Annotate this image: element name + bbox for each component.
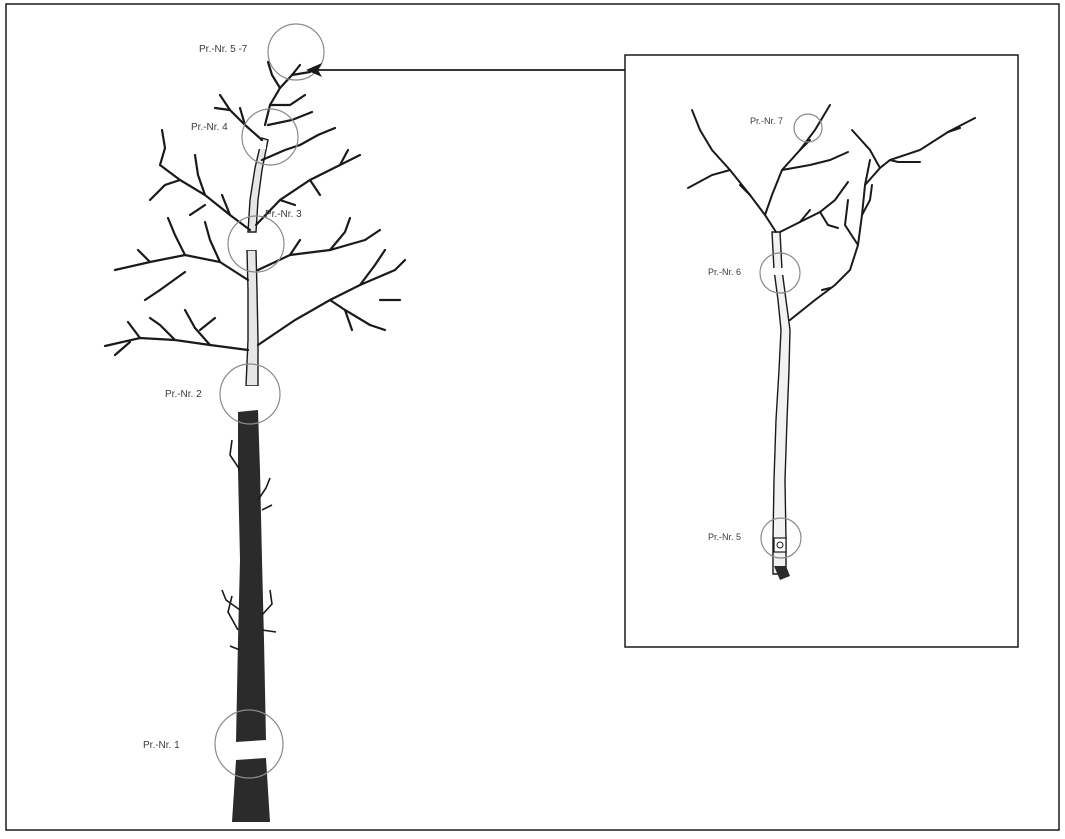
label-sample-1: Pr.-Nr. 1 <box>143 740 180 751</box>
inset-tree: Pr.-Nr. 5 Pr.-Nr. 6 Pr.-Nr. 7 <box>688 105 975 580</box>
label-sample-3: Pr.-Nr. 3 <box>265 209 302 220</box>
zoom-arrow <box>306 63 625 77</box>
large-tree: Pr.-Nr. 1 Pr.-Nr. 2 Pr.-Nr. 3 Pr.-Nr. 4 … <box>105 24 405 822</box>
sample-circles-large <box>215 24 324 778</box>
trunk-base-segment <box>232 758 270 822</box>
trunk-lower-segment <box>236 410 266 742</box>
inset-frame <box>625 55 1018 647</box>
label-sample-7: Pr.-Nr. 7 <box>750 116 783 126</box>
label-sample-2: Pr.-Nr. 2 <box>165 389 202 400</box>
label-sample-5: Pr.-Nr. 5 <box>708 532 741 542</box>
label-sample-4: Pr.-Nr. 4 <box>191 122 228 133</box>
outer-frame <box>6 4 1059 830</box>
sample-circles-inset <box>760 114 822 558</box>
inset-stem <box>772 232 790 574</box>
inset-branches <box>688 105 975 320</box>
inset-cut-gaps <box>772 268 786 275</box>
inset-cut-block <box>774 538 786 552</box>
label-sample-5-7: Pr.-Nr. 5 -7 <box>199 44 248 55</box>
label-sample-6: Pr.-Nr. 6 <box>708 267 741 277</box>
